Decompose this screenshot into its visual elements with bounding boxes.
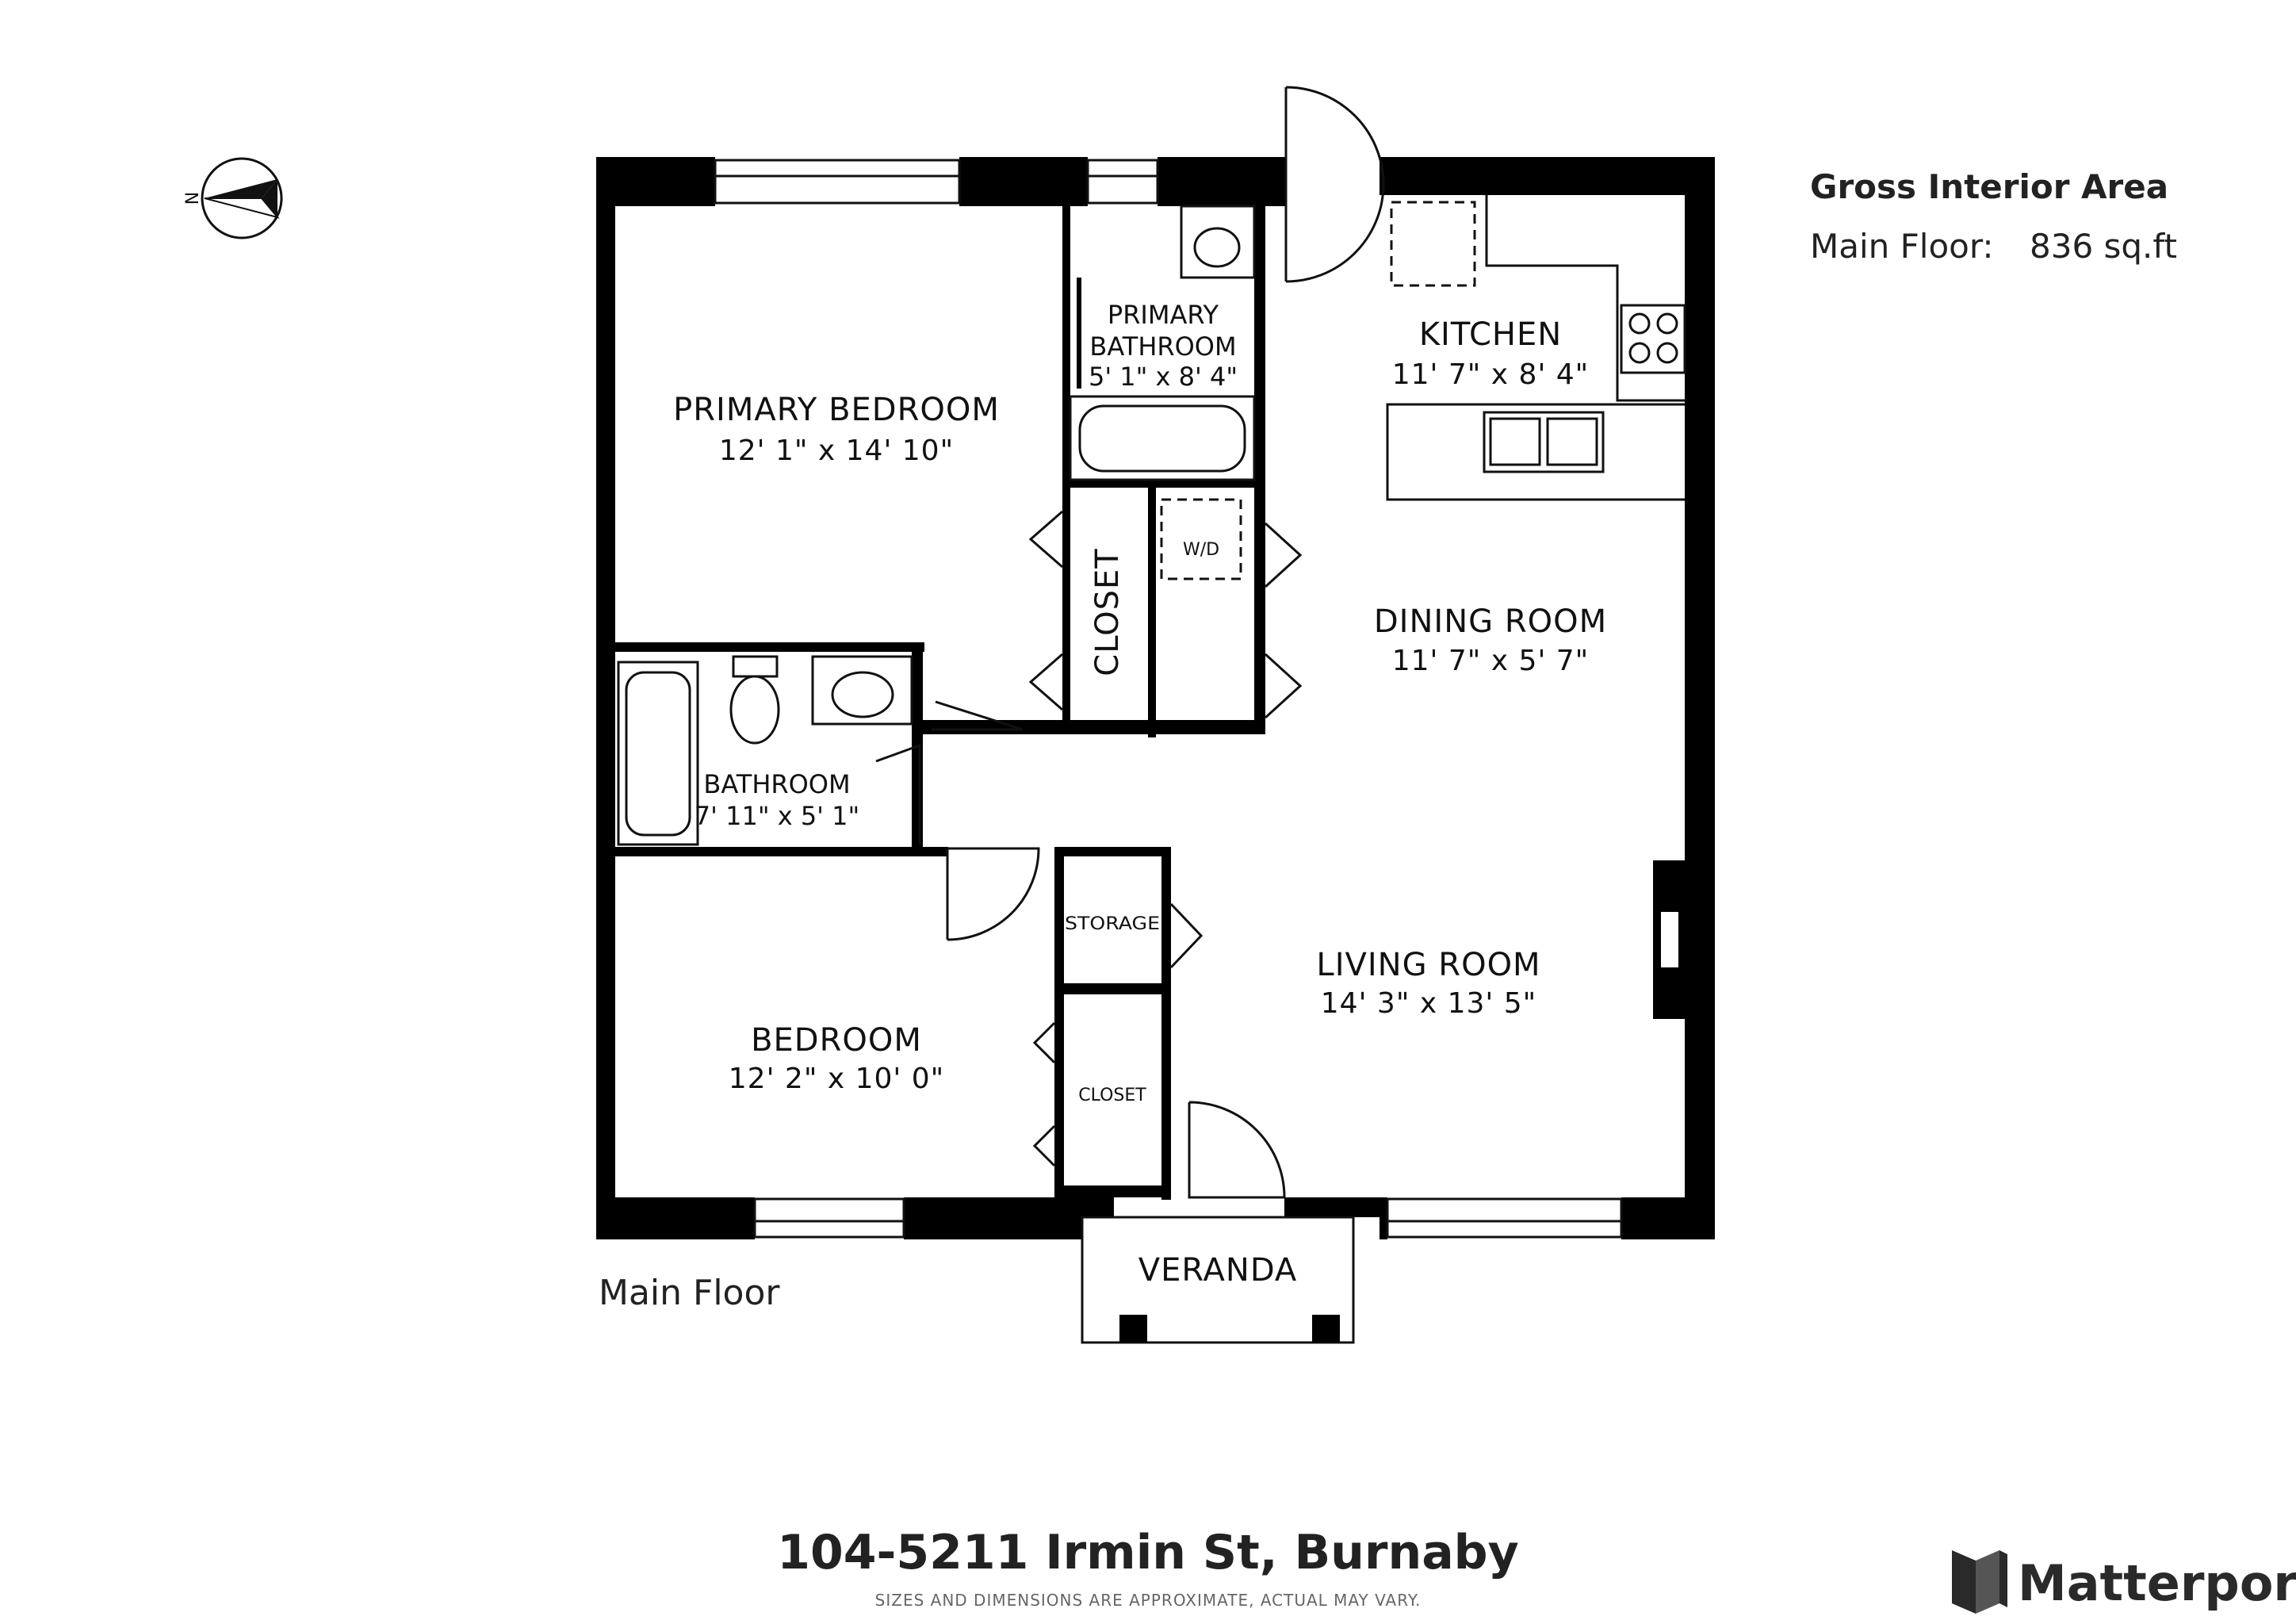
closet-small-label: CLOSET [1078,1086,1146,1105]
floor-label: Main Floor [599,1273,780,1313]
primary-bathroom-label-line2: BATHROOM [1089,331,1236,362]
bathroom-dimensions: 7' 11" x 5' 1" [695,801,859,831]
dining-room-label: DINING ROOM [1374,603,1607,640]
living-room-dimensions: 14' 3" x 13' 5" [1321,987,1536,1020]
kitchen-counters [1386,195,1686,501]
primary-bathroom-label-line1: PRIMARY [1108,300,1219,330]
area-floor-value: 836 sq.ft [2030,227,2177,266]
primary-bedroom-dimensions: 12' 1" x 14' 10" [719,435,954,467]
living-room-label: LIVING ROOM [1316,947,1540,983]
closet-vertical-label: CLOSET [1089,548,1126,676]
washer-dryer-label: W/D [1183,540,1219,560]
dining-room-dimensions: 11' 7" x 5' 7" [1392,645,1590,677]
kitchen-dimensions: 11' 7" x 8' 4" [1392,358,1590,391]
compass-rose-icon: N [183,157,283,239]
storage-label: STORAGE [1065,914,1160,934]
washer-dryer-outline [1160,498,1242,580]
bathroom-label: BATHROOM [703,769,850,799]
veranda-outline [1081,1216,1355,1344]
area-floor-label: Main Floor: [1810,227,1994,266]
windows [714,159,1623,1239]
veranda-label: VERANDA [1138,1252,1298,1289]
primary-bedroom-label: PRIMARY BEDROOM [673,392,1000,428]
kitchen-label: KITCHEN [1419,316,1562,353]
matterport-logo-icon [1952,1550,2007,1614]
doors [875,86,1385,1199]
bedroom-dimensions: 12' 2" x 10' 0" [729,1063,944,1095]
primary-bathroom-dimensions: 5' 1" x 8' 4" [1089,362,1238,392]
primary-bathroom-fixtures [1069,205,1256,481]
disclaimer-text: SIZES AND DIMENSIONS ARE APPROXIMATE, AC… [875,1591,1422,1610]
brand-name: Matterport [2018,1554,2296,1612]
bathroom-fixtures [617,655,913,846]
exterior-walls [596,157,1715,1239]
property-address: 104-5211 Irmin St, Burnaby [777,1525,1519,1580]
area-heading: Gross Interior Area [1810,167,2168,206]
bedroom-label: BEDROOM [751,1022,922,1059]
compass-north-label: N [183,192,203,205]
